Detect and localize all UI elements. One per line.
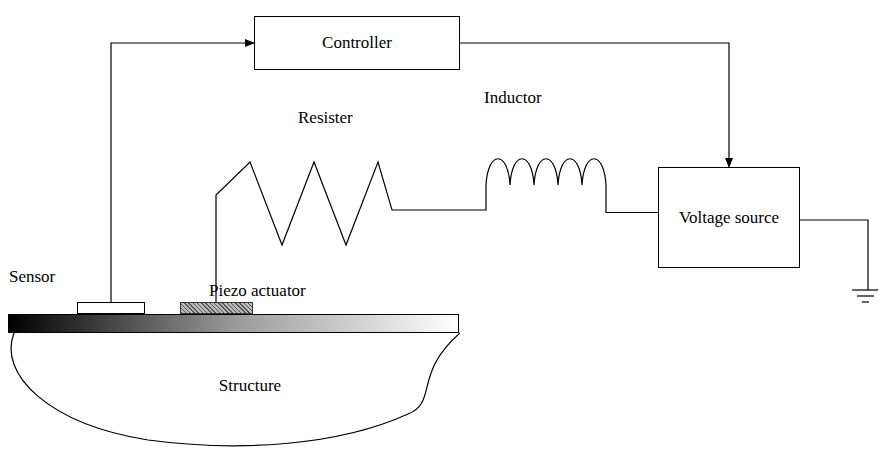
node-label: Sensor <box>9 267 55 287</box>
node-label: Structure <box>219 376 281 396</box>
voltage-source-box: Voltage source <box>658 167 800 268</box>
circuit-wire <box>216 159 658 302</box>
sensor-pad: Sensor <box>77 302 145 314</box>
inductor-label: Inductor <box>484 88 542 108</box>
piezo-actuator-patch: Piezo actuator <box>180 302 253 314</box>
resistor-label: Resister <box>298 108 353 128</box>
controller-box: Controller <box>254 16 460 70</box>
ground-wire <box>800 220 878 302</box>
structure-curve <box>11 333 460 446</box>
signal-arrow <box>460 43 729 167</box>
node-label: Voltage source <box>679 208 779 228</box>
beam <box>9 315 459 333</box>
node-label: Controller <box>322 33 392 53</box>
signal-arrow <box>111 43 254 302</box>
structure-body: Structure <box>8 314 460 450</box>
node-label: Piezo actuator <box>209 281 306 301</box>
